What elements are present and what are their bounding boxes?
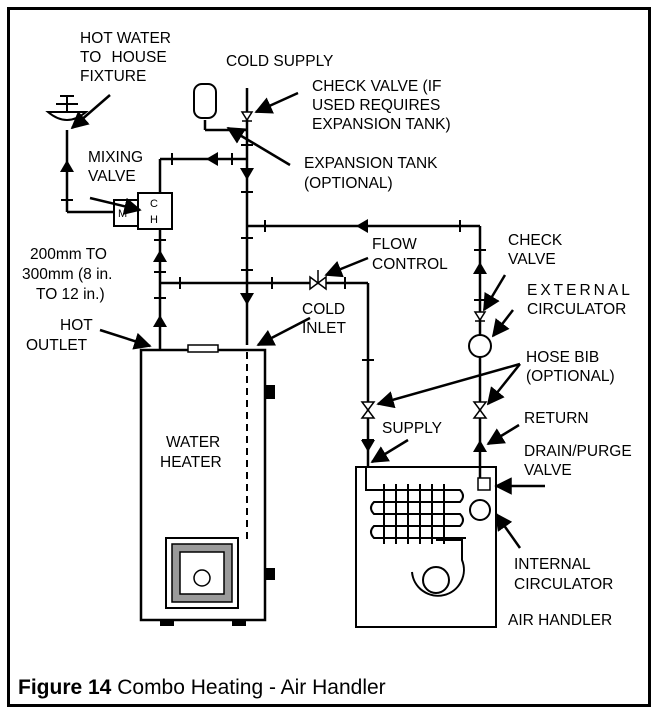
check-valve-right-label-2: VALVE bbox=[508, 251, 556, 268]
air-handler-label: AIR HANDLER bbox=[508, 612, 612, 629]
hose-bib-return bbox=[472, 401, 488, 419]
drain-purge-label-1: DRAIN/PURGE bbox=[524, 443, 632, 460]
check-valve-top bbox=[240, 111, 254, 122]
check-valve-top-label-1: CHECK VALVE (IF bbox=[312, 78, 441, 95]
mix-m-text: M bbox=[118, 208, 127, 220]
hose-bib-label-2: (OPTIONAL) bbox=[526, 368, 615, 385]
cold-inlet-label-1: COLD bbox=[302, 301, 345, 318]
distance-label-2: 300mm (8 in. bbox=[22, 266, 112, 283]
hot-water-label-2: TO HOUSE bbox=[80, 49, 167, 66]
hose-bib-supply bbox=[360, 401, 376, 419]
water-heater-label-1: WATER bbox=[166, 434, 220, 451]
distance-label-1: 200mm TO bbox=[30, 246, 107, 263]
flow-control-label-1: FLOW bbox=[372, 236, 417, 253]
flow-arrows bbox=[60, 152, 487, 452]
fittings bbox=[61, 144, 486, 441]
hot-outlet-label-1: HOT bbox=[60, 317, 93, 334]
drain-valve bbox=[265, 568, 275, 580]
drain-purge-label-2: VALVE bbox=[524, 462, 572, 479]
external-circulator-label-1: EXTERNAL bbox=[527, 282, 633, 299]
relief-valve bbox=[265, 385, 275, 399]
figure-title: Combo Heating - Air Handler bbox=[117, 676, 386, 699]
check-valve-right-label-1: CHECK bbox=[508, 232, 563, 249]
distance-label-3: TO 12 in.) bbox=[36, 286, 105, 303]
burner-access-panel bbox=[165, 537, 239, 609]
internal-circulator-label-1: INTERNAL bbox=[514, 556, 591, 573]
figure-caption: Figure 14 Combo Heating - Air Handler bbox=[18, 676, 386, 700]
external-circulator bbox=[468, 334, 492, 358]
cold-supply-label: COLD SUPPLY bbox=[226, 53, 333, 70]
drain-purge-valve bbox=[477, 477, 491, 491]
mixing-valve-label-1: MIXING bbox=[88, 149, 143, 166]
mixing-valve: M C H bbox=[113, 192, 173, 230]
internal-circulator bbox=[469, 499, 491, 521]
water-heater-label-2: HEATER bbox=[160, 454, 222, 471]
figure-frame bbox=[7, 7, 651, 707]
mixing-valve-label-2: VALVE bbox=[88, 168, 136, 185]
internal-circulator-label-2: CIRCULATOR bbox=[514, 576, 613, 593]
valves bbox=[240, 111, 488, 419]
mix-c-text: C bbox=[150, 198, 158, 210]
callout-arrows bbox=[70, 91, 545, 549]
check-valve-top-label-2: USED REQUIRES bbox=[312, 97, 440, 114]
expansion-tank-label-2: (OPTIONAL) bbox=[304, 175, 393, 192]
labels: HOT WATER TO HOUSE FIXTURE COLD SUPPLY C… bbox=[22, 30, 633, 629]
water-heater bbox=[139, 344, 275, 626]
cold-inlet-label-2: INLET bbox=[302, 320, 346, 337]
external-circulator-label-2: CIRCULATOR bbox=[527, 301, 626, 318]
air-handler bbox=[355, 466, 497, 628]
hot-water-label-1: HOT WATER bbox=[80, 30, 171, 47]
heating-coil bbox=[365, 467, 466, 544]
hot-water-label-3: FIXTURE bbox=[80, 68, 146, 85]
hose-bib-label-1: HOSE BIB bbox=[526, 349, 599, 366]
supply-label: SUPPLY bbox=[382, 420, 442, 437]
expansion-tank-label-1: EXPANSION TANK bbox=[304, 155, 438, 172]
flow-control-label-2: CONTROL bbox=[372, 256, 448, 273]
blower bbox=[411, 539, 465, 597]
fixture-icon bbox=[45, 95, 89, 121]
return-label: RETURN bbox=[524, 410, 589, 427]
expansion-tank bbox=[193, 83, 217, 119]
mix-h-text: H bbox=[150, 214, 158, 226]
check-valve-right bbox=[473, 311, 487, 322]
figure-number: Figure 14 bbox=[18, 676, 112, 699]
hot-outlet-label-2: OUTLET bbox=[26, 337, 88, 354]
check-valve-top-label-3: EXPANSION TANK) bbox=[312, 116, 451, 133]
